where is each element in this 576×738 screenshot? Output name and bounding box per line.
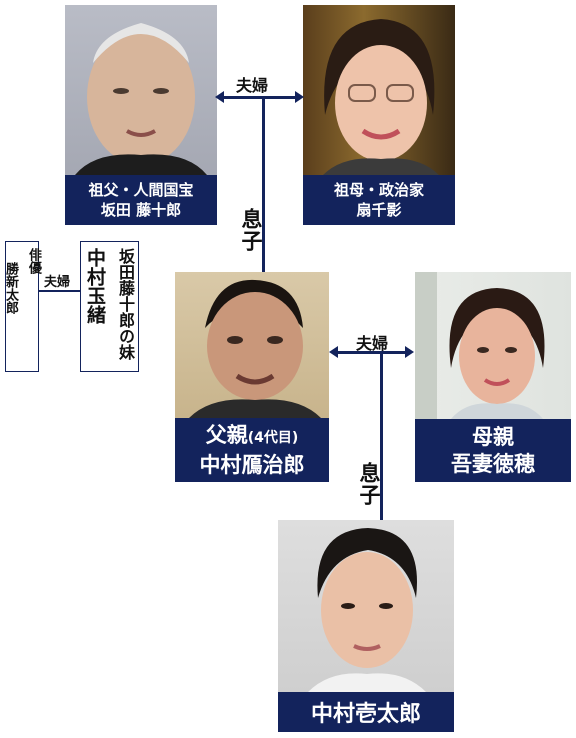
aunt-box: 坂田藤十郎の妹 中村玉緒 bbox=[80, 241, 139, 372]
grandfather-name: 坂田 藤十郎 bbox=[100, 201, 182, 219]
father-portrait-icon bbox=[189, 279, 321, 418]
son-photo bbox=[278, 520, 454, 692]
aunt-relation: 坂田藤十郎の妹 bbox=[116, 248, 135, 360]
bottom-son-label: 息子 bbox=[357, 462, 381, 506]
grandmother-photo bbox=[303, 5, 455, 175]
top-couple-label: 夫婦 bbox=[236, 76, 269, 95]
middle-couple-label: 夫婦 bbox=[356, 334, 389, 353]
top-son-line bbox=[262, 98, 265, 274]
father-role: 父親 bbox=[205, 422, 248, 447]
son-caption: 中村壱太郎 bbox=[278, 692, 454, 732]
grandfather-title: 祖父・人間国宝 bbox=[88, 181, 194, 199]
grandmother-name: 扇千影 bbox=[356, 201, 402, 219]
top-couple-arrow-left-icon bbox=[215, 91, 224, 103]
grandmother-caption: 祖母・政治家 扇千影 bbox=[303, 175, 455, 225]
father-name: 中村鴈治郎 bbox=[199, 452, 305, 477]
father-title: 父親(4代目) bbox=[206, 422, 299, 452]
grandmother-portrait-icon bbox=[323, 19, 439, 175]
left-couple-line bbox=[39, 290, 80, 292]
father-generation: (4代目) bbox=[247, 429, 299, 446]
mother-title: 母親 bbox=[472, 424, 514, 449]
grandmother-title: 祖母・政治家 bbox=[333, 181, 424, 199]
mother-photo bbox=[415, 272, 571, 419]
grandfather-portrait-icon bbox=[75, 23, 207, 175]
middle-couple-arrow-left-icon bbox=[329, 346, 338, 358]
top-couple-line bbox=[222, 96, 298, 99]
uncle-name: 勝新太郎 bbox=[3, 262, 18, 314]
uncle-role: 俳優 bbox=[26, 248, 41, 274]
mother-portrait-icon bbox=[415, 272, 545, 419]
son-portrait-icon bbox=[308, 528, 426, 692]
father-caption: 父親(4代目) 中村鴈治郎 bbox=[175, 418, 329, 482]
middle-couple-arrow-right-icon bbox=[405, 346, 414, 358]
son-name: 中村壱太郎 bbox=[310, 702, 421, 727]
bottom-son-line bbox=[380, 353, 383, 521]
uncle-box: 俳優 勝新太郎 bbox=[3, 241, 41, 372]
left-couple-label: 夫婦 bbox=[44, 275, 71, 290]
grandfather-photo bbox=[65, 5, 217, 175]
father-photo bbox=[175, 272, 329, 418]
grandfather-caption: 祖父・人間国宝 坂田 藤十郎 bbox=[65, 175, 217, 225]
top-son-label: 息子 bbox=[239, 208, 263, 252]
top-couple-arrow-right-icon bbox=[295, 91, 304, 103]
mother-name: 吾妻徳穂 bbox=[451, 451, 535, 476]
aunt-name: 中村玉緒 bbox=[84, 248, 106, 324]
middle-couple-line bbox=[336, 351, 408, 354]
mother-caption: 母親 吾妻徳穂 bbox=[415, 419, 571, 482]
